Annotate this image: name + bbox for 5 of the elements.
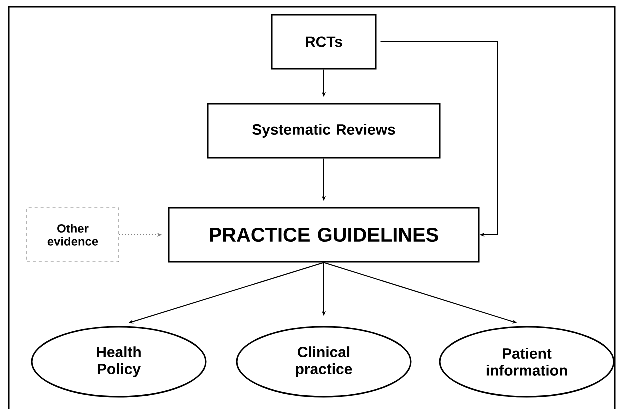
process-box: Systematic Reviews xyxy=(207,103,441,159)
arrow xyxy=(380,42,498,238)
evidence-box: Other evidence xyxy=(26,208,120,262)
process-box: RCTs xyxy=(271,14,377,70)
process-box: PRACTICE GUIDELINES xyxy=(168,207,480,263)
